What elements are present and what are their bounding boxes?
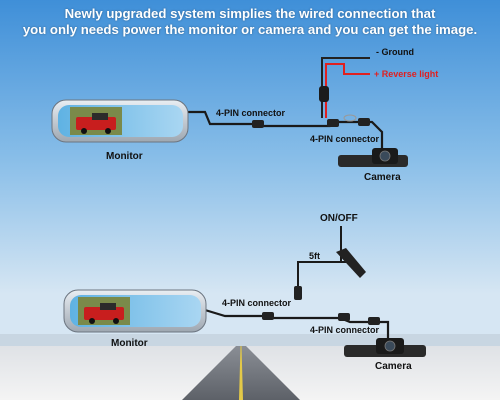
top-main-cable	[185, 110, 384, 150]
bottom-camera-lens	[384, 340, 396, 352]
top-monitor-truck-window	[92, 113, 108, 120]
bottom-on-off-switch	[336, 248, 366, 278]
bottom-length-label: 5ft	[309, 251, 320, 261]
top-connector-plug-left	[252, 120, 264, 128]
top-monitor-truck-wheel	[81, 128, 87, 134]
headline-line-2: you only needs power the monitor or came…	[22, 22, 478, 37]
top-reverse-light-label: + Reverse light	[374, 69, 439, 79]
bottom-connector-left-label: 4-PIN connector	[222, 298, 292, 308]
sky-background	[0, 0, 500, 346]
bottom-main-cable	[204, 308, 390, 338]
bottom-monitor-truck	[84, 307, 124, 320]
top-cable-tie	[343, 114, 357, 122]
bottom-monitor-truck-wheel	[89, 318, 95, 324]
top-connector-right-label: 4-PIN connector	[310, 134, 380, 144]
bottom-on-off-label: ON/OFF	[320, 213, 358, 224]
top-monitor-truck-wheel	[105, 128, 111, 134]
bottom-connector-right-label: 4-PIN connector	[310, 325, 380, 335]
bottom-monitor-label: Monitor	[111, 338, 148, 349]
top-connector-left-label: 4-PIN connector	[216, 108, 286, 118]
headline: Newly upgraded system simplies the wired…	[0, 6, 500, 38]
top-camera-label: Camera	[364, 172, 401, 183]
bottom-camera-label: Camera	[375, 361, 412, 372]
bottom-monitor-truck-window	[100, 303, 116, 310]
horizon-haze	[0, 334, 500, 348]
bottom-switch-plug	[294, 286, 302, 300]
top-splice-connector	[319, 86, 329, 102]
top-reverse-wire	[325, 63, 370, 118]
bottom-connector-plug-left	[262, 312, 274, 320]
headline-line-1: Newly upgraded system simplies the wired…	[64, 6, 436, 21]
bottom-connector-plug-camera	[368, 317, 380, 325]
road-center-line	[239, 346, 243, 400]
top-camera-lens	[379, 150, 391, 162]
top-monitor-truck	[76, 117, 116, 130]
top-connector-plug-camera	[358, 118, 370, 126]
top-connector-plug-right	[327, 119, 339, 127]
bottom-connector-plug-right	[338, 313, 350, 321]
top-ground-label: - Ground	[376, 47, 414, 57]
bottom-monitor-truck-wheel	[113, 318, 119, 324]
top-monitor-label: Monitor	[106, 151, 143, 162]
